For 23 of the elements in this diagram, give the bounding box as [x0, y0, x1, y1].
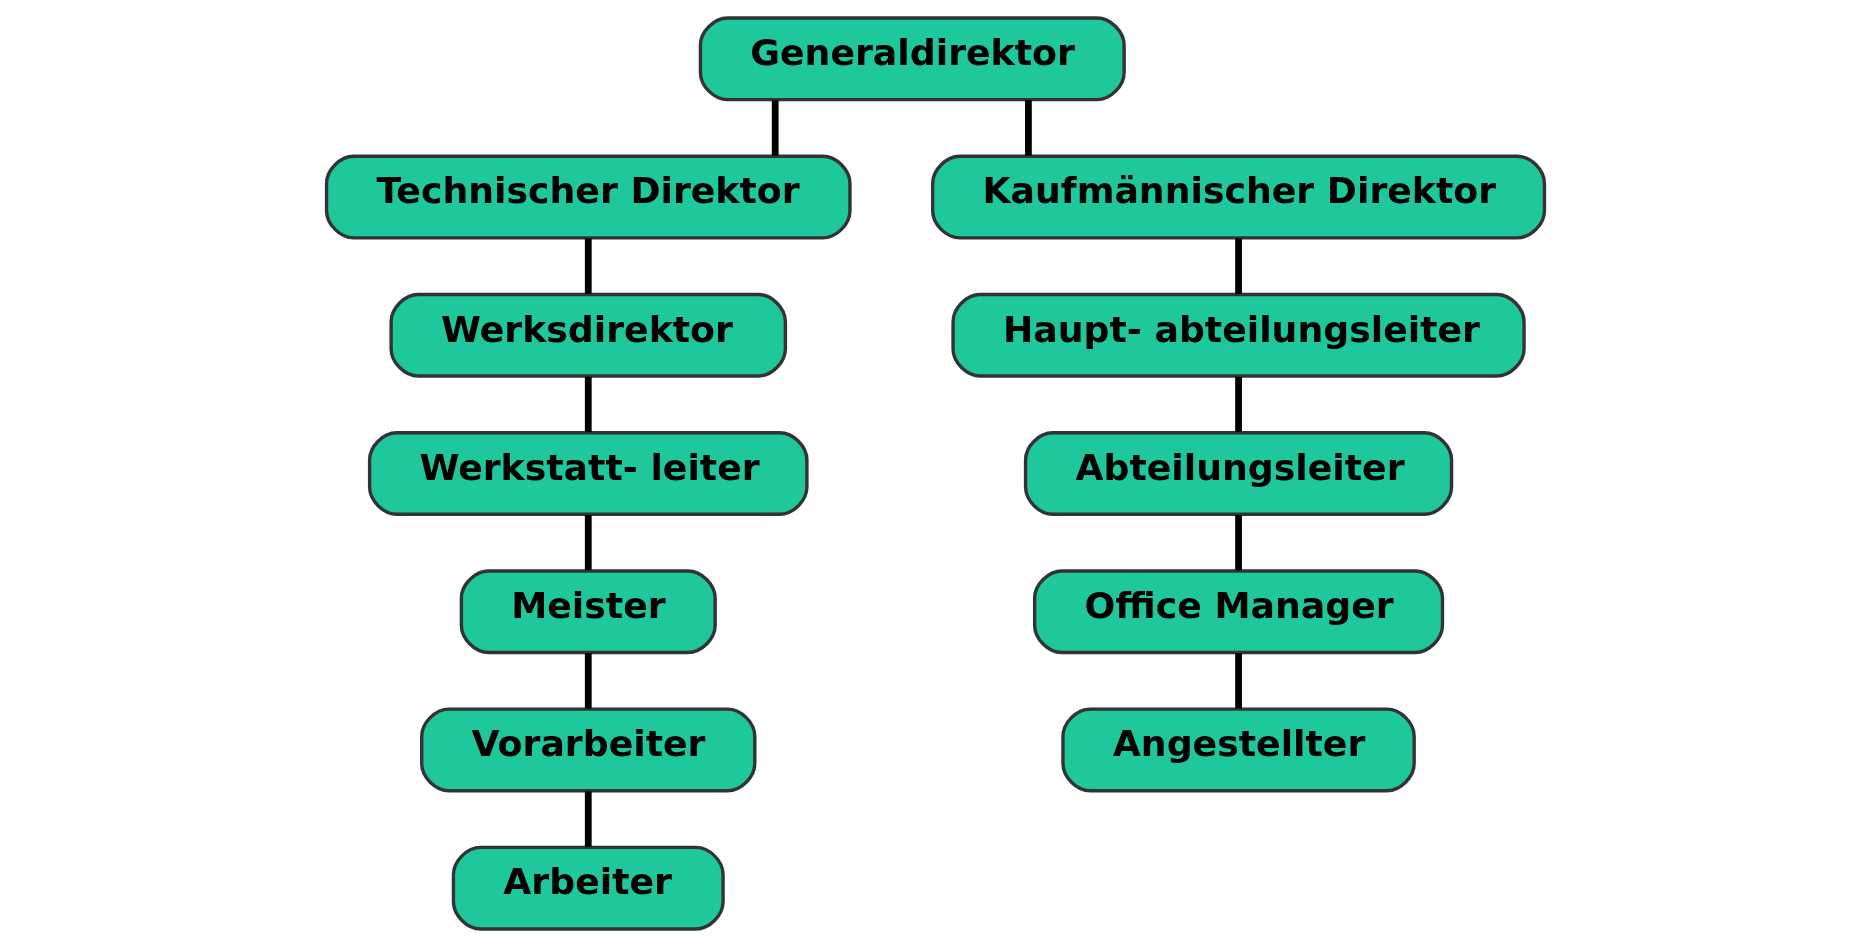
connector: [584, 790, 592, 847]
node-box: Generaldirektor: [698, 15, 1126, 101]
connector: [1234, 514, 1242, 570]
node-box: Technischer Direktor: [324, 154, 852, 240]
node-box: Meister: [459, 568, 717, 654]
node-box: Werkstatt- leiter: [367, 430, 809, 516]
node-box: Vorarbeiter: [419, 706, 756, 792]
node-box: Werksdirektor: [388, 292, 787, 378]
connector: [771, 99, 779, 156]
node-box: Haupt- abteilungsleiter: [950, 292, 1526, 378]
node-box: Abteilungsleiter: [1023, 430, 1453, 516]
node-box: Office Manager: [1032, 568, 1444, 654]
connector: [584, 514, 592, 570]
connector: [1024, 99, 1032, 156]
connector: [1234, 652, 1242, 708]
node-box: Arbeiter: [451, 845, 725, 931]
connector: [584, 238, 592, 294]
connector: [1234, 376, 1242, 432]
connector: [1234, 238, 1242, 294]
connector: [584, 376, 592, 432]
connector: [584, 652, 592, 708]
node-box: Kaufmännischer Direktor: [930, 154, 1546, 240]
node-box: Angestellter: [1060, 706, 1416, 792]
